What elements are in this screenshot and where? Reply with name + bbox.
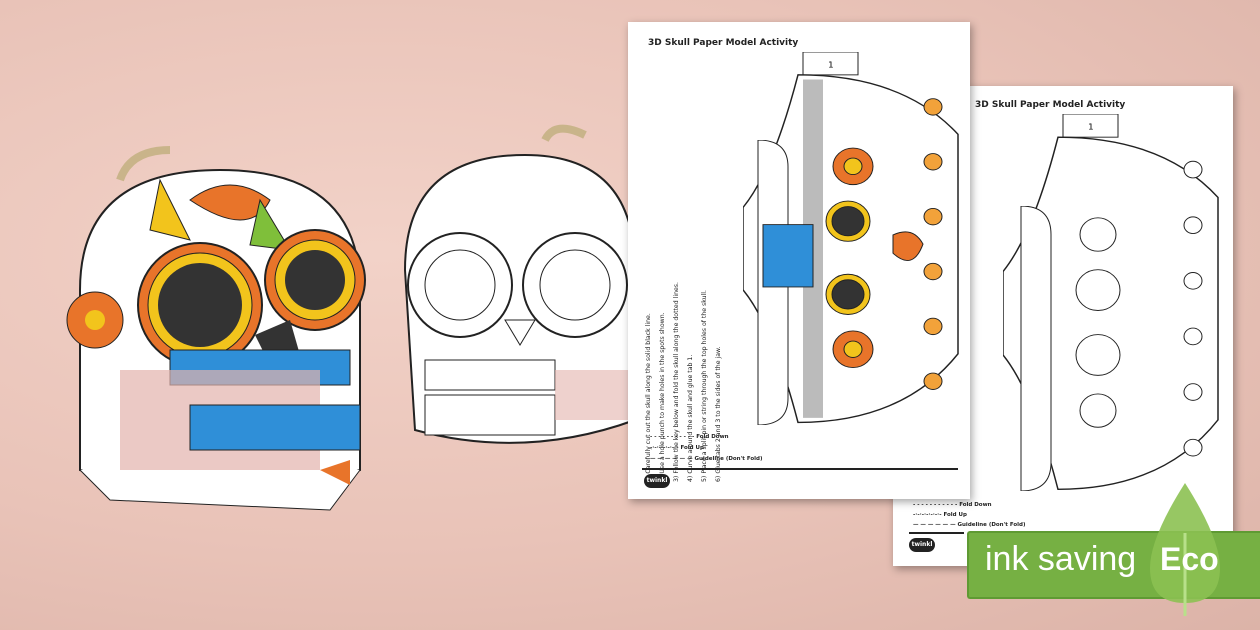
leaf-icon: [1150, 483, 1220, 616]
twinkl-logo: twinkl: [909, 538, 935, 552]
footer-divider: [642, 468, 958, 470]
key-fold-down: Fold Down: [959, 502, 992, 508]
worksheet-title: 3D Skull Paper Model Activity: [648, 38, 799, 48]
jaw-template-color: [757, 140, 814, 425]
key-guideline: Guideline (Don't Fold): [694, 456, 763, 462]
outline-skull-model: [403, 124, 636, 444]
tab-label-1: 1: [828, 61, 834, 71]
key-guideline: Guideline (Don't Fold): [957, 522, 1026, 528]
tab-label-1: 1: [1088, 123, 1094, 133]
eco-badge-label: Eco: [1160, 541, 1219, 577]
skull-template-color: 1: [743, 52, 959, 424]
footer-divider: [909, 532, 964, 534]
colored-skull-model: [66, 146, 366, 511]
key-fold-up: Fold Up: [680, 445, 704, 451]
eco-badge-text: ink saving: [985, 540, 1137, 578]
jaw-template-outline: [1020, 206, 1052, 491]
key-fold-up: Fold Up: [943, 512, 967, 518]
worksheet-title: 3D Skull Paper Model Activity: [975, 100, 1126, 110]
fold-key: - - - - - - - - - - - Fold Down -·-·-·-·…: [650, 434, 763, 462]
twinkl-logo: twinkl: [644, 474, 670, 488]
key-fold-down: Fold Down: [696, 434, 729, 440]
fold-key: - - - - - - - - - - - Fold Down -·-·-·-·…: [913, 502, 1026, 528]
worksheet-color: 3D Skull Paper Model Activity 1 1) Caref…: [628, 22, 970, 499]
skull-template-outline: 1: [1003, 114, 1219, 491]
